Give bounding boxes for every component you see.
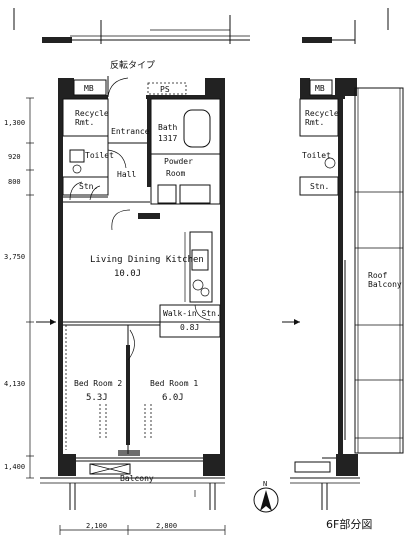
left-dimensions: 1,300 920 800 3,750 4,130 1,400 xyxy=(4,97,56,479)
interior-walls xyxy=(62,98,221,454)
hall-label: Hall xyxy=(117,170,136,179)
mb-box: MB xyxy=(73,79,107,96)
dim-2100: 2,100 xyxy=(86,522,107,530)
dim-1300: 1,300 xyxy=(4,119,25,127)
dim-3750: 3,750 xyxy=(4,253,25,261)
bath-label: Bath xyxy=(158,123,177,132)
dim-2800: 2,800 xyxy=(156,522,177,530)
balcony-area xyxy=(40,463,225,510)
mb-label: MB xyxy=(84,84,94,93)
entrance-door: 反転タイプ xyxy=(107,60,155,98)
ldk-label: Living Dining Kitchen xyxy=(90,255,204,265)
dim-1400: 1,400 xyxy=(4,463,25,471)
powder-room-label: Room xyxy=(166,169,185,178)
top-structure-left xyxy=(13,8,250,44)
powder-label: Powder xyxy=(164,157,193,166)
storage-label-6f: Stn. xyxy=(310,182,329,191)
walkin-size-label: 0.8J xyxy=(180,323,199,332)
bed2-label: Bed Room 2 xyxy=(74,379,122,388)
bed1-label: Bed Room 1 xyxy=(150,379,198,388)
bath-size-label: 1317 xyxy=(158,134,177,143)
toilet-label: Toilet xyxy=(85,151,114,160)
compass-n: N xyxy=(263,480,267,488)
storage-label: Stn. xyxy=(79,182,98,191)
ldk-size-label: 10.0J xyxy=(114,269,141,279)
walkin-label: Walk-in Stn. xyxy=(163,309,221,318)
bed2-size-label: 5.3J xyxy=(86,393,108,403)
dim-920: 920 xyxy=(8,153,21,161)
reverse-type-label: 反転タイプ xyxy=(110,60,155,71)
floor-caption: 6F部分図 xyxy=(326,517,372,531)
dim-4130: 4,130 xyxy=(4,380,25,388)
north-compass: N xyxy=(253,480,279,513)
mb-label-6f: MB xyxy=(315,84,325,93)
outer-walls xyxy=(58,78,225,476)
bottom-dimensions: 2,100 2,800 xyxy=(59,522,226,535)
bed1-size-label: 6.0J xyxy=(162,393,184,403)
ps-label: PS xyxy=(160,85,170,94)
dim-800: 800 xyxy=(8,178,21,186)
entrance-label: Entrance xyxy=(111,127,150,136)
ps-box: PS xyxy=(147,82,187,95)
toilet-label-6f: Toilet xyxy=(302,151,331,160)
